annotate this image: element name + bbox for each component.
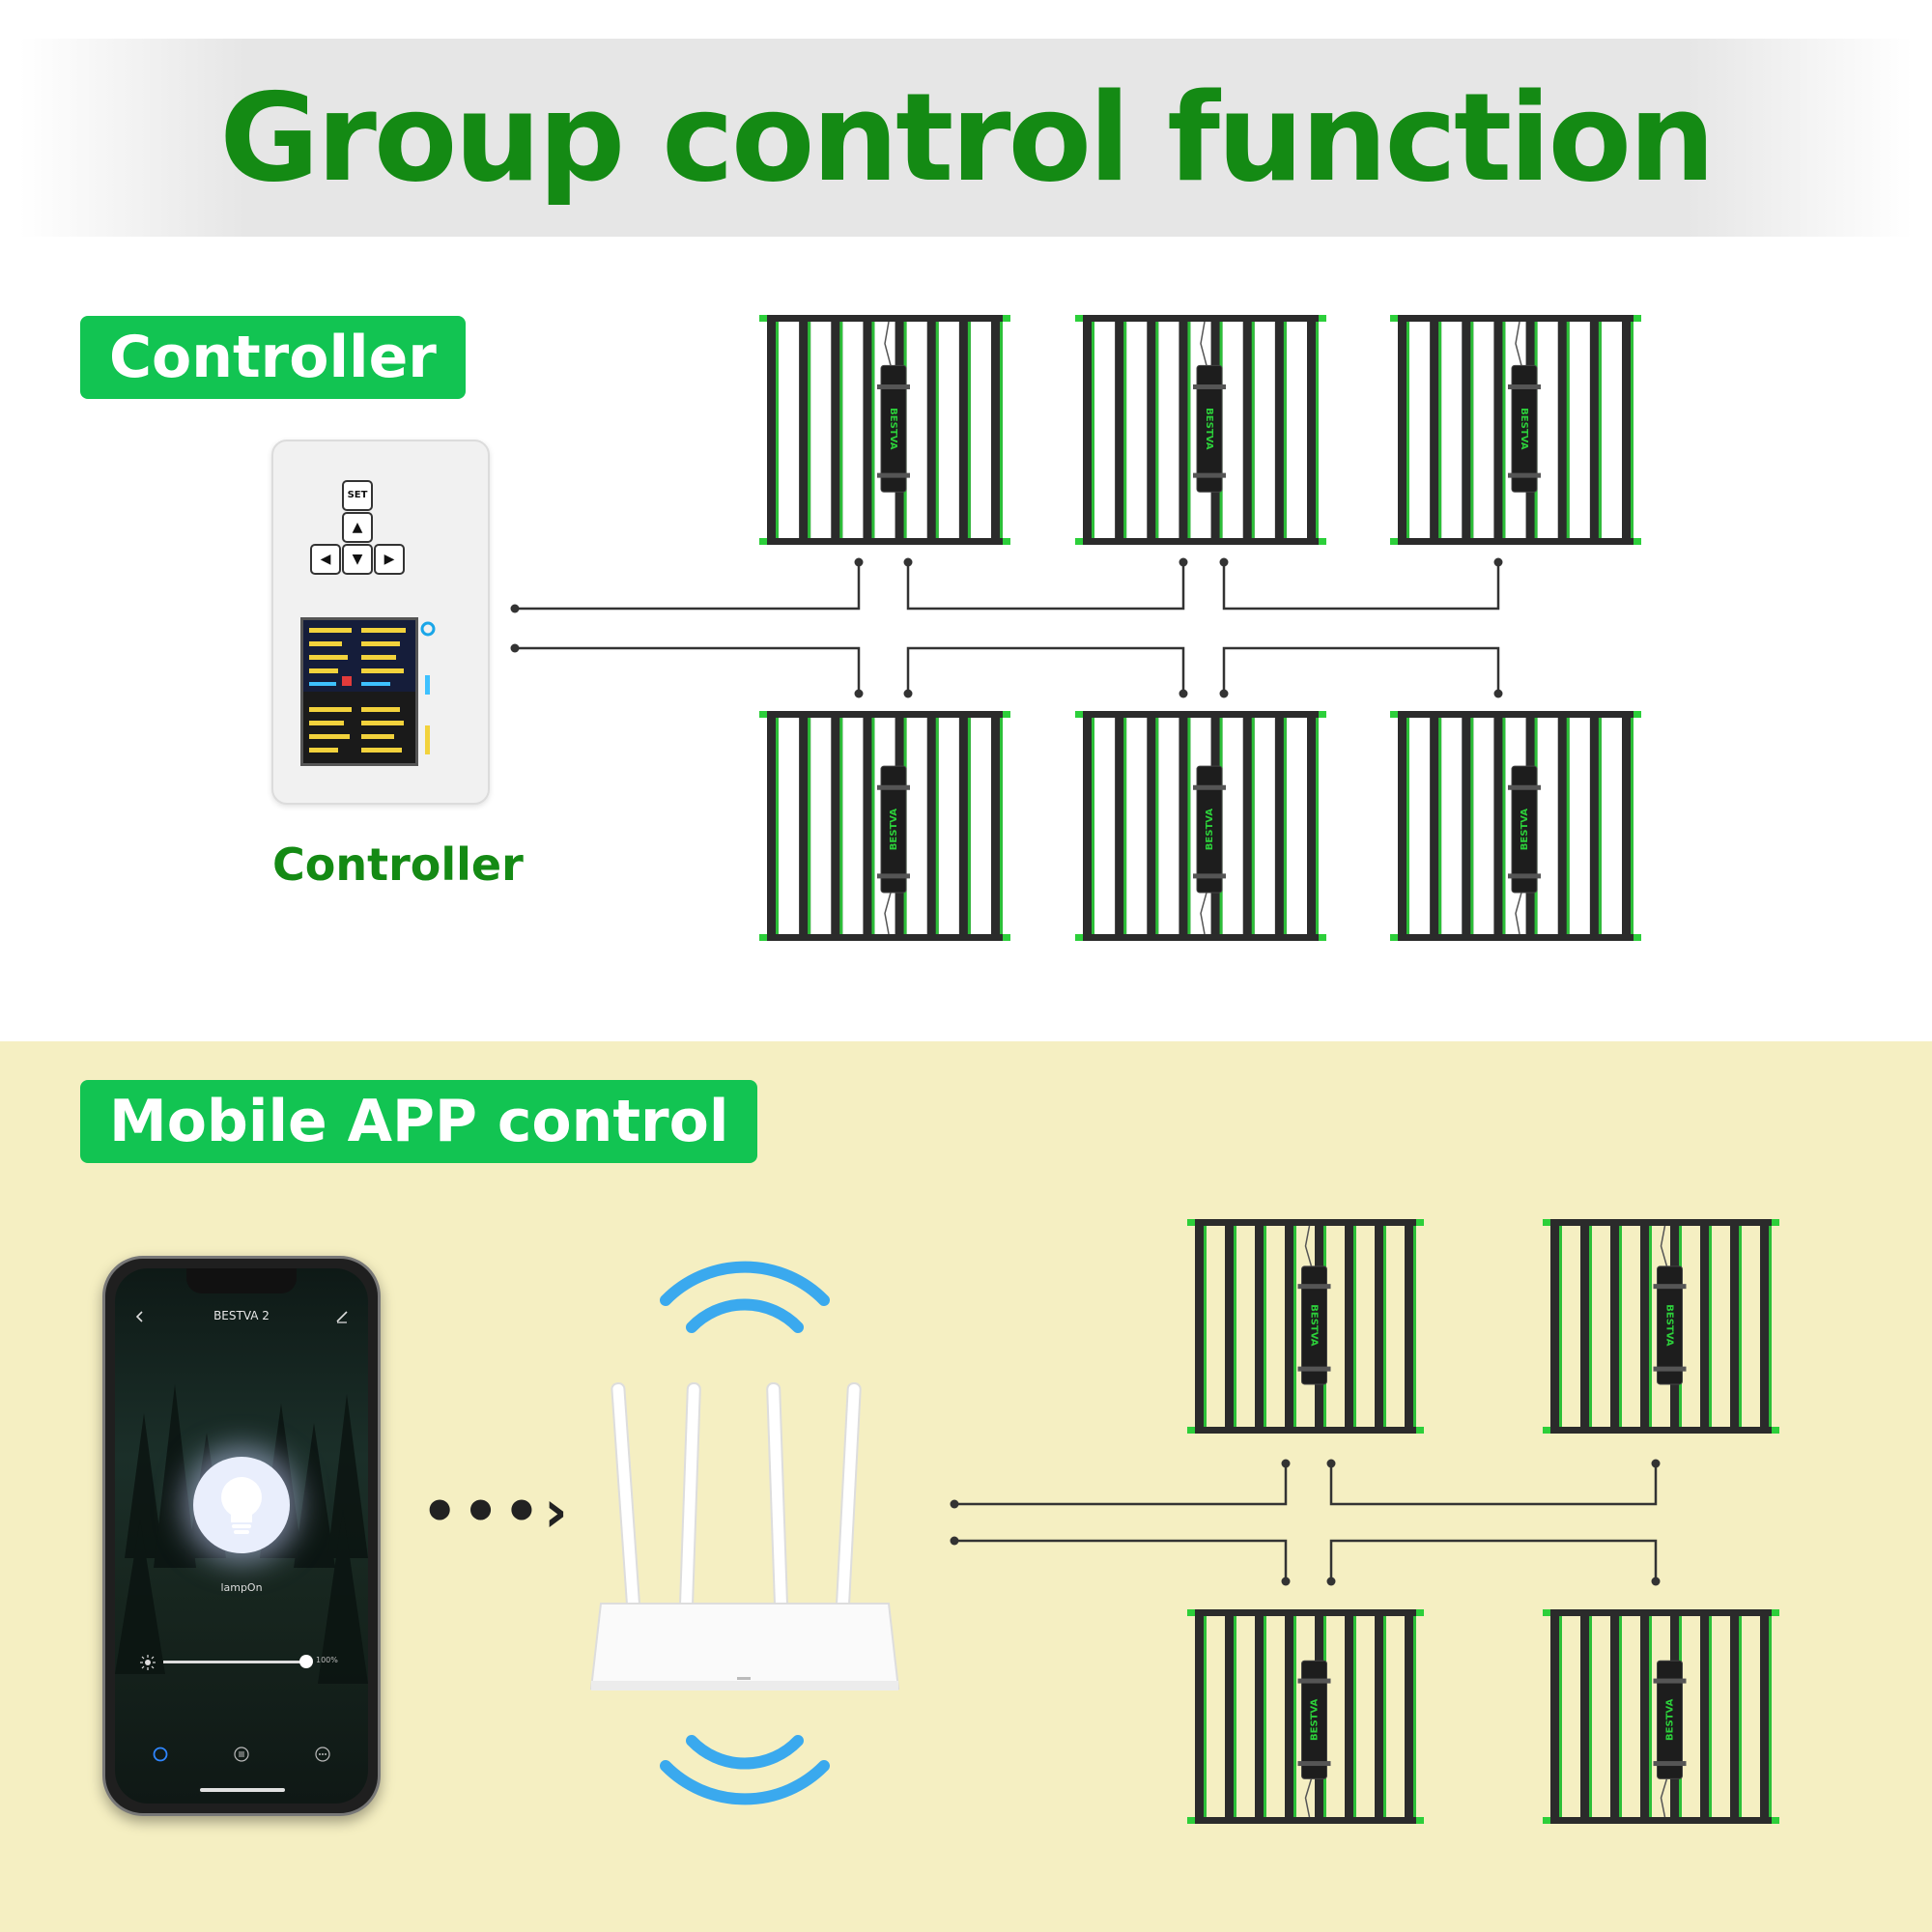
wire-connector [1493,689,1503,698]
brightness-sun-icon [140,1655,156,1670]
title-band [19,39,1913,237]
control-wire [1329,1539,1658,1581]
grow-light-fixture: BESTVA [1075,711,1326,941]
control-wire [906,562,1185,611]
controller-screen [300,617,418,766]
fixture-brand-label: BESTVA [889,809,899,851]
brightness-slider-handle[interactable] [299,1655,313,1668]
controller-caption: Controller [272,838,524,891]
grow-light-fixture: BESTVA [1187,1609,1424,1824]
wire-connector [1651,1577,1661,1586]
light-bulb-icon [221,1477,262,1534]
smartphone: BESTVA 2 lampOn 100% [102,1256,381,1816]
wire-connector [1493,557,1503,567]
edit-pencil-icon[interactable] [335,1310,349,1323]
fixture-brand-label: BESTVA [1204,408,1214,450]
wire-connector [854,689,864,698]
control-wire [954,1463,1288,1506]
grow-light-fixture: BESTVA [1187,1219,1424,1434]
wire-connector [510,604,520,613]
wire-connector [1219,689,1229,698]
fixture-brand-label: BESTVA [1665,1698,1676,1741]
wire-connector [1651,1459,1661,1468]
phone-app-title: BESTVA 2 [213,1309,270,1322]
fixture-brand-label: BESTVA [1520,809,1530,851]
list-menu-icon[interactable] [233,1746,250,1763]
fixture-brand-label: BESTVA [1309,1304,1320,1347]
wire-connector [1179,557,1188,567]
phone-screen: BESTVA 2 lampOn 100% [115,1268,368,1804]
grow-light-fixture: BESTVA [759,315,1010,545]
wire-connector [903,689,913,698]
control-wire [906,646,1185,694]
control-wire [1329,1463,1658,1506]
wire-connector [510,643,520,653]
wire-connector [1326,1577,1336,1586]
control-wire [1222,562,1500,611]
controller-down-key: ▼ [342,544,373,575]
grow-light-fixture: BESTVA [1075,315,1326,545]
phone-notch [186,1268,297,1293]
wire-connector [1281,1577,1291,1586]
controller-left-key: ◀ [310,544,341,575]
power-ring-icon[interactable] [152,1746,169,1763]
wire-connector [903,557,913,567]
wire-connector [950,1536,959,1546]
more-options-icon[interactable] [314,1746,331,1763]
signal-arrow-icon: •••› [421,1478,572,1546]
wire-connector [854,557,864,567]
wire-connector [1281,1459,1291,1468]
back-chevron-icon[interactable] [134,1311,146,1322]
brightness-slider-track[interactable] [163,1661,306,1663]
controller-status-strip [418,617,438,760]
page-title: Group control function [219,67,1715,209]
controller-right-key: ▶ [374,544,405,575]
control-wire [515,646,861,694]
wire-connector [950,1499,959,1509]
fixture-brand-label: BESTVA [1519,408,1529,450]
wire-connector [1219,557,1229,567]
controller-device: SET ▲ ◀ ▼ ▶ [271,440,490,805]
grow-light-fixture: BESTVA [1543,1609,1779,1824]
fixture-brand-label: BESTVA [888,408,898,450]
controller-section-tag: Controller [80,316,466,399]
control-wire [954,1539,1288,1581]
fixture-brand-label: BESTVA [1664,1304,1675,1347]
grow-light-fixture: BESTVA [1390,315,1641,545]
phone-home-indicator [200,1788,285,1792]
wire-connector [1179,689,1188,698]
grow-light-fixture: BESTVA [759,711,1010,941]
grow-light-fixture: BESTVA [1390,711,1641,941]
brightness-percent: 100% [316,1656,338,1664]
control-wire [515,562,861,611]
mobile-app-section-tag: Mobile APP control [80,1080,758,1163]
control-wire [1222,646,1500,694]
wire-connector [1326,1459,1336,1468]
fixture-brand-label: BESTVA [1310,1698,1321,1741]
controller-up-key: ▲ [342,512,373,543]
grow-light-fixture: BESTVA [1543,1219,1779,1434]
lamp-status-label: lampOn [220,1581,263,1594]
fixture-brand-label: BESTVA [1205,809,1215,851]
controller-set-key: SET [342,480,373,511]
lamp-toggle-button[interactable] [193,1457,290,1553]
